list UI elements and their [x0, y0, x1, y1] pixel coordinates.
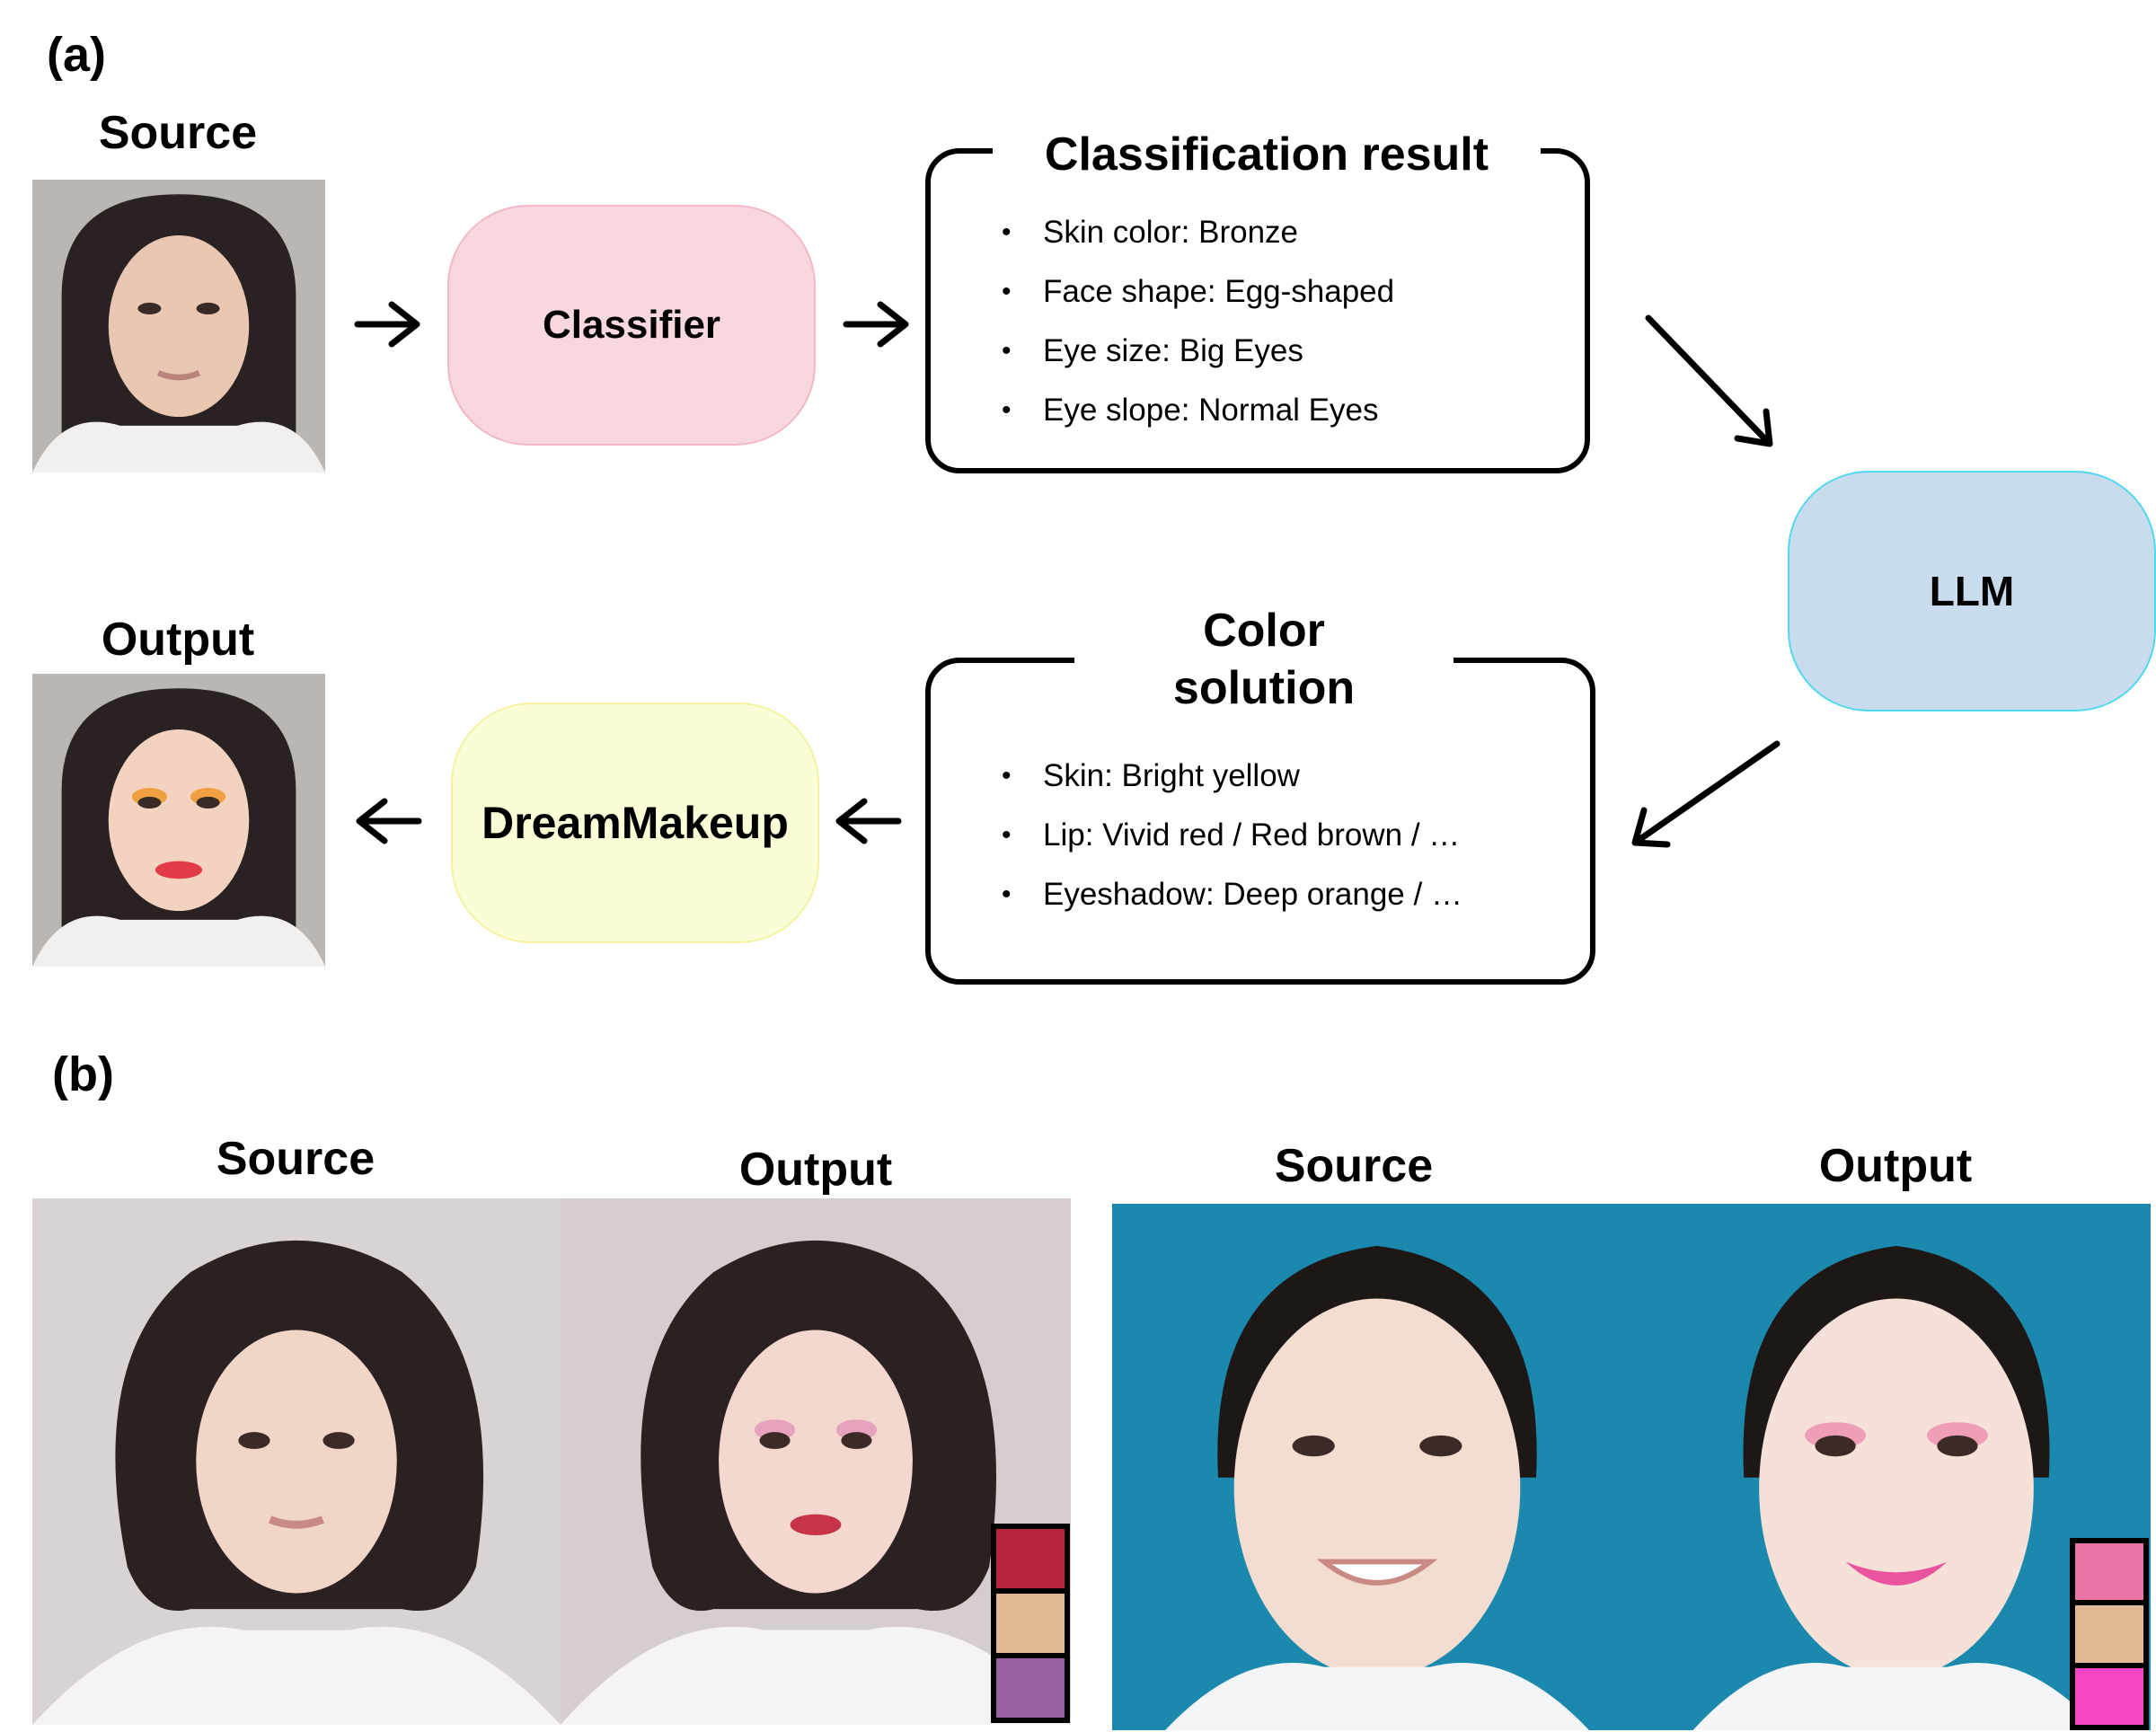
pair1-color-swatches	[991, 1524, 1070, 1723]
eyeshadow-color-swatch	[2075, 1667, 2143, 1725]
pair2-output-heading: Output	[1818, 1140, 1973, 1192]
classification-result-title: Classification result	[993, 126, 1541, 183]
classification-result-list: Skin color: Bronze Face shape: Egg-shape…	[1002, 203, 1394, 440]
color-solution-list: Skin: Bright yellow Lip: Vivid red / Red…	[1002, 747, 1462, 924]
color-solution-title-line2: solution	[1172, 662, 1356, 714]
pair1-output-heading: Output	[738, 1144, 893, 1196]
pair1-source-heading: Source	[216, 1133, 376, 1185]
list-item: Eye size: Big Eyes	[1002, 322, 1394, 381]
arrow-down-right-icon	[1645, 314, 1773, 447]
pair2-output-photo	[1642, 1204, 2151, 1730]
dreammakeup-label: DreamMakeup	[482, 798, 789, 848]
list-item: Lip: Vivid red / Red brown / …	[1002, 806, 1462, 865]
classifier-node: Classifier	[447, 205, 816, 446]
list-item: Skin: Bright yellow	[1002, 747, 1462, 806]
eyeshadow-color-swatch	[996, 1658, 1065, 1718]
color-solution-title: Color solution	[1074, 602, 1454, 717]
lip-color-swatch	[2075, 1543, 2143, 1601]
arrow-right-icon	[843, 301, 909, 348]
skin-color-swatch	[996, 1594, 1065, 1653]
pair2-source-photo	[1112, 1204, 1642, 1730]
list-item: Face shape: Egg-shaped	[1002, 262, 1394, 322]
list-item: Eyeshadow: Deep orange / …	[1002, 865, 1462, 924]
pair1-source-photo	[32, 1198, 561, 1725]
source-face-photo	[32, 180, 325, 473]
pair2-color-swatches	[2070, 1538, 2149, 1730]
panel-b-label: (b)	[52, 1047, 114, 1101]
color-solution-title-line1: Color	[1203, 605, 1325, 657]
arrow-left-icon	[356, 798, 422, 844]
panel-a-label: (a)	[47, 28, 106, 82]
classifier-label: Classifier	[542, 303, 721, 347]
arrow-down-left-icon	[1631, 740, 1780, 848]
output-heading: Output	[101, 614, 255, 666]
llm-label: LLM	[1929, 568, 2015, 614]
arrow-left-icon	[835, 798, 902, 844]
pair1-output-photo	[561, 1198, 1071, 1725]
output-face-photo	[32, 674, 325, 967]
arrow-right-icon	[354, 301, 420, 348]
list-item: Skin color: Bronze	[1002, 203, 1394, 262]
dreammakeup-node: DreamMakeup	[451, 703, 819, 943]
pair2-source-heading: Source	[1274, 1140, 1434, 1192]
source-heading: Source	[98, 107, 258, 159]
lip-color-swatch	[996, 1529, 1065, 1588]
llm-node: LLM	[1788, 471, 2156, 711]
skin-color-swatch	[2075, 1605, 2143, 1663]
list-item: Eye slope: Normal Eyes	[1002, 381, 1394, 440]
